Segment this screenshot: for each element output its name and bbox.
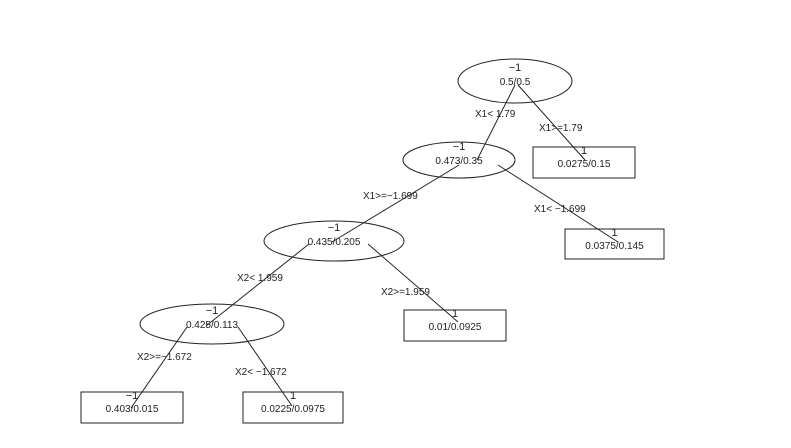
split-node-n1: −1 0.5/0.5	[457, 58, 573, 104]
edge-n2-n4	[331, 164, 460, 243]
edge-label-n1-n2: X1< 1.79	[475, 109, 516, 120]
node-class-label: 1	[581, 145, 587, 157]
node-values: 0.01/0.0925	[429, 322, 482, 333]
split-node-n6: −1 0.425/0.113	[139, 303, 285, 345]
node-ellipse	[402, 141, 516, 179]
tree-nodes: −1 0.5/0.5 −1 0.473/0.35 1 0.0275/0.15 −1 0.435…	[80, 58, 665, 424]
node-values: 0.5/0.5	[500, 77, 531, 88]
node-values: 0.0375/0.145	[585, 241, 644, 252]
node-values: 0.0275/0.15	[558, 159, 611, 170]
node-box	[564, 228, 665, 260]
node-class-label: −1	[453, 141, 466, 153]
split-node-n4: −1 0.435/0.205	[263, 220, 405, 262]
node-class-label: 1	[452, 308, 458, 320]
edge-label-n2-n4: X1>=−1.699	[363, 191, 418, 202]
leaf-node-n7: 1 0.01/0.0925	[403, 308, 507, 342]
split-node-n2: −1 0.473/0.35	[402, 141, 516, 179]
edge-n6-n8	[130, 326, 188, 409]
node-values: 0.0225/0.0975	[261, 404, 325, 415]
edge-n1-n2	[476, 84, 516, 161]
node-values: 0.473/0.35	[435, 156, 483, 167]
node-box	[242, 391, 344, 424]
node-class-label: −1	[328, 222, 341, 234]
node-class-label: −1	[126, 390, 139, 402]
node-ellipse	[457, 58, 573, 104]
leaf-node-n3: 1 0.0275/0.15	[532, 145, 636, 179]
edge-n4-n7	[367, 243, 459, 323]
leaf-node-n5: 1 0.0375/0.145	[564, 227, 665, 260]
edge-label-n6-n8: X2>=−1.672	[137, 352, 192, 363]
edge-label-n2-n5: X1< −1.699	[534, 204, 586, 215]
node-values: 0.435/0.205	[308, 237, 361, 248]
edge-label-n1-n3: X1>=1.79	[539, 123, 583, 134]
node-box	[80, 391, 184, 424]
edge-n6-n9	[237, 326, 293, 407]
node-class-label: −1	[509, 62, 522, 74]
node-ellipse	[263, 220, 405, 262]
node-box	[403, 309, 507, 342]
node-values: 0.403/0.015	[106, 404, 159, 415]
node-class-label: 1	[611, 227, 617, 239]
node-class-label: 1	[290, 390, 296, 402]
leaf-node-n8: −1 0.403/0.015	[80, 390, 184, 424]
edge-label-n4-n6: X2< 1.959	[237, 273, 283, 284]
node-values: 0.425/0.113	[186, 320, 239, 331]
edge-n4-n6	[205, 243, 310, 327]
node-ellipse	[139, 303, 285, 345]
edge-label-n4-n7: X2>=1.959	[381, 287, 430, 298]
leaf-node-n9: 1 0.0225/0.0975	[242, 390, 344, 424]
tree-edges	[130, 84, 619, 409]
node-class-label: −1	[206, 305, 219, 317]
node-box	[532, 146, 636, 179]
edge-label-n6-n9: X2< −1.672	[235, 367, 287, 378]
